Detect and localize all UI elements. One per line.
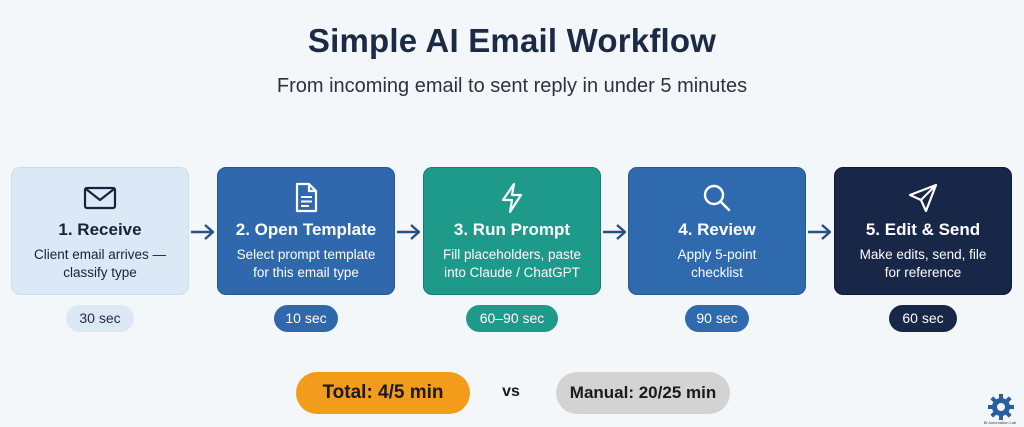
total-time-badge: Total: 4/5 min <box>296 372 470 414</box>
time-badge: 60 sec <box>889 305 957 332</box>
arrow-right-icon <box>808 224 832 240</box>
step-description-line: Select prompt template <box>236 247 376 262</box>
step-receive: 1. Receive Client email arrives — classi… <box>11 167 189 295</box>
step-description-line: Fill placeholders, paste <box>442 247 582 262</box>
step-description-line: checklist <box>691 265 743 280</box>
step-description-line: Make edits, send, file <box>859 247 987 262</box>
step-review: 4. Review Apply 5-point checklist <box>628 167 806 295</box>
time-badge: 10 sec <box>274 305 338 332</box>
step-description: Apply 5-point checklist <box>635 246 799 282</box>
manual-time-badge: Manual: 20/25 min <box>556 372 730 414</box>
page-title: Simple AI Email Workflow <box>307 22 717 59</box>
step-description-line: into Claude / ChatGPT <box>444 265 580 280</box>
arrow-right-icon <box>397 224 421 240</box>
arrow-right-icon <box>191 224 215 240</box>
time-badge: 30 sec <box>66 305 134 332</box>
step-title: 1. Receive <box>58 220 142 239</box>
step-title: 5. Edit & Send <box>865 220 981 239</box>
envelope-icon <box>12 182 188 214</box>
lightning-icon <box>424 182 600 214</box>
step-description: Fill placeholders, paste into Claude / C… <box>430 246 594 282</box>
arrow-right-icon <box>603 224 627 240</box>
step-title: 4. Review <box>678 220 756 239</box>
step-description-line: for reference <box>884 265 962 280</box>
page-subtitle: From incoming email to sent reply in und… <box>276 75 748 97</box>
step-run-prompt: 3. Run Prompt Fill placeholders, paste i… <box>423 167 601 295</box>
step-title: 2. Open Template <box>235 220 377 239</box>
document-icon <box>218 182 394 214</box>
step-description: Select prompt template for this email ty… <box>224 246 388 282</box>
step-description: Client email arrives — classify type <box>18 246 182 282</box>
time-badge: 90 sec <box>685 305 749 332</box>
logo-caption: Bl Automation Lab <box>983 420 1017 425</box>
versus-label: vs <box>502 383 520 400</box>
magnifier-icon <box>629 182 805 214</box>
step-edit-send: 5. Edit & Send Make edits, send, file fo… <box>834 167 1012 295</box>
time-badge: 60–90 sec <box>466 305 558 332</box>
step-description-line: for this email type <box>253 265 359 280</box>
step-open-template: 2. Open Template Select prompt template … <box>217 167 395 295</box>
step-description: Make edits, send, file for reference <box>841 246 1005 282</box>
step-description-line: Client email arrives — <box>33 247 167 262</box>
gear-logo-icon <box>988 394 1014 420</box>
step-description-line: Apply 5-point <box>677 247 757 262</box>
step-description-line: classify type <box>63 265 137 280</box>
step-title: 3. Run Prompt <box>453 220 571 239</box>
paper-plane-icon <box>835 182 1011 214</box>
